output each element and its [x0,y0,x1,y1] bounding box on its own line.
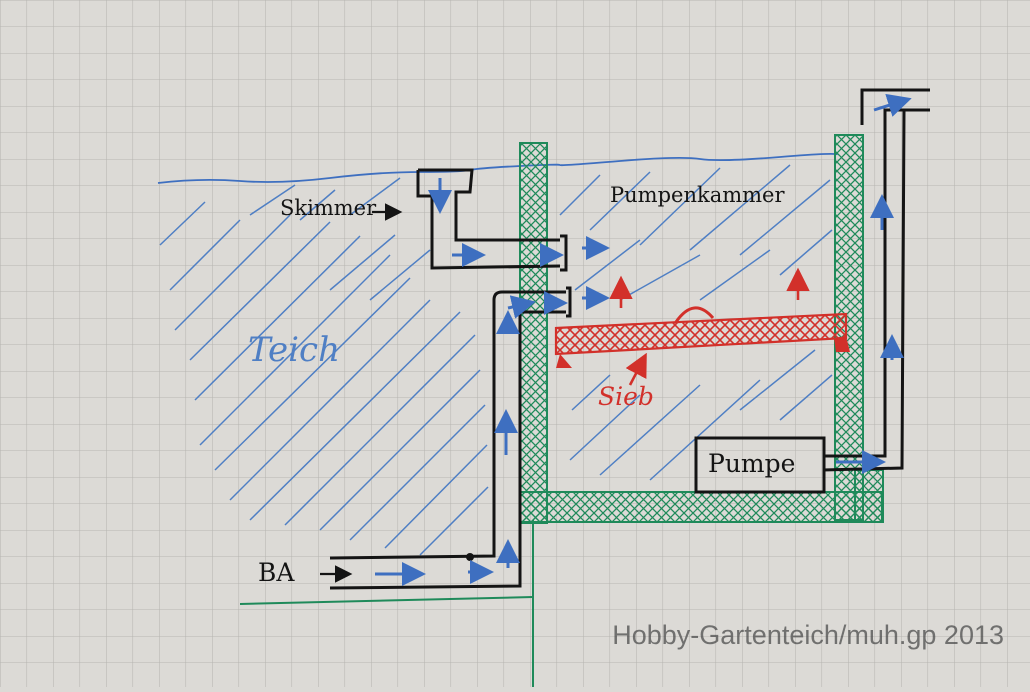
chamber-hatching [559,164,833,481]
filter-screen [554,306,850,368]
pond-label: Teich [248,330,340,370]
label-pointer-arrows [320,203,403,583]
filter-screen-label: Sieb [598,382,654,411]
pump-box [694,436,826,494]
red-flow-arrows [609,267,810,386]
water-surface [157,152,839,184]
pump-label: Pumpe [708,449,796,478]
watermark: Hobby-Gartenteich/muh.gp 2013 [612,620,1004,650]
pump-chamber-label: Pumpenkammer [610,183,785,207]
bottom-drain-label: BA [258,558,295,587]
pond-hatching [159,177,489,556]
skimmer-label: Skimmer [280,196,377,220]
blue-flow-arrows [375,93,912,586]
bottom-drain-pipe [329,286,572,590]
